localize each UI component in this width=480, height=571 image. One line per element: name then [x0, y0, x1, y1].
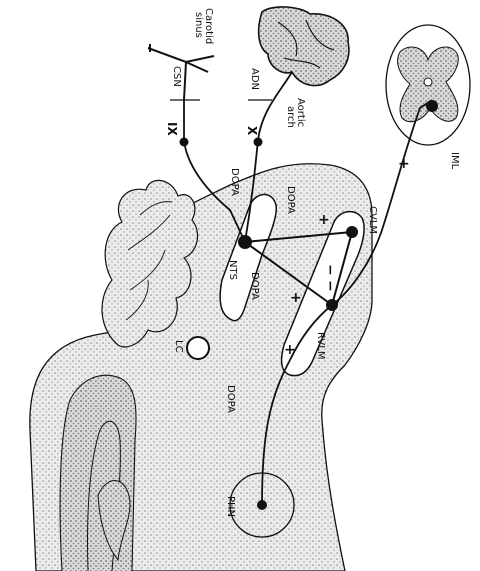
aortic-arch-shape [259, 7, 349, 86]
nts-node [238, 235, 252, 249]
label-dopa-lower: DOPA [249, 272, 260, 300]
sign-plus-spinal: + [398, 156, 410, 172]
label-lc: LC [173, 340, 184, 353]
label-nts: NTS [227, 260, 238, 280]
label-nerve-x: X [245, 126, 259, 136]
sign-plus-cvlm-top: + [318, 212, 330, 228]
iml-node [426, 100, 438, 112]
sign-minus-bottom: − [322, 280, 338, 292]
sign-plus-mid: + [290, 290, 302, 306]
label-adn: ADN [249, 68, 260, 90]
label-dopa-bottom: DOPA [225, 385, 236, 413]
rvlm-node [326, 299, 338, 311]
label-iml: IML [449, 152, 460, 170]
label-dopa-mid: DOPA [285, 186, 296, 214]
cvlm-node [346, 226, 358, 238]
label-cvlm: CVLM [367, 206, 378, 234]
sign-plus-left: + [284, 342, 296, 358]
ix-ganglion [180, 138, 189, 147]
inner-border [60, 375, 136, 571]
label-dopa-top: DOPA [229, 168, 240, 196]
x-ganglion [254, 138, 263, 147]
label-rvlm: RVLM [315, 332, 326, 359]
sign-minus-top: − [322, 264, 338, 276]
spinal-central-canal [424, 78, 432, 86]
label-nerve-ix: IX [165, 122, 179, 136]
label-csn: CSN [171, 66, 182, 87]
label-carotid-sinus-2: sinus [193, 12, 204, 38]
label-phn: PHN [225, 496, 236, 517]
label-aortic-arch-2: arch [285, 106, 296, 128]
lc-nucleus [187, 337, 209, 359]
